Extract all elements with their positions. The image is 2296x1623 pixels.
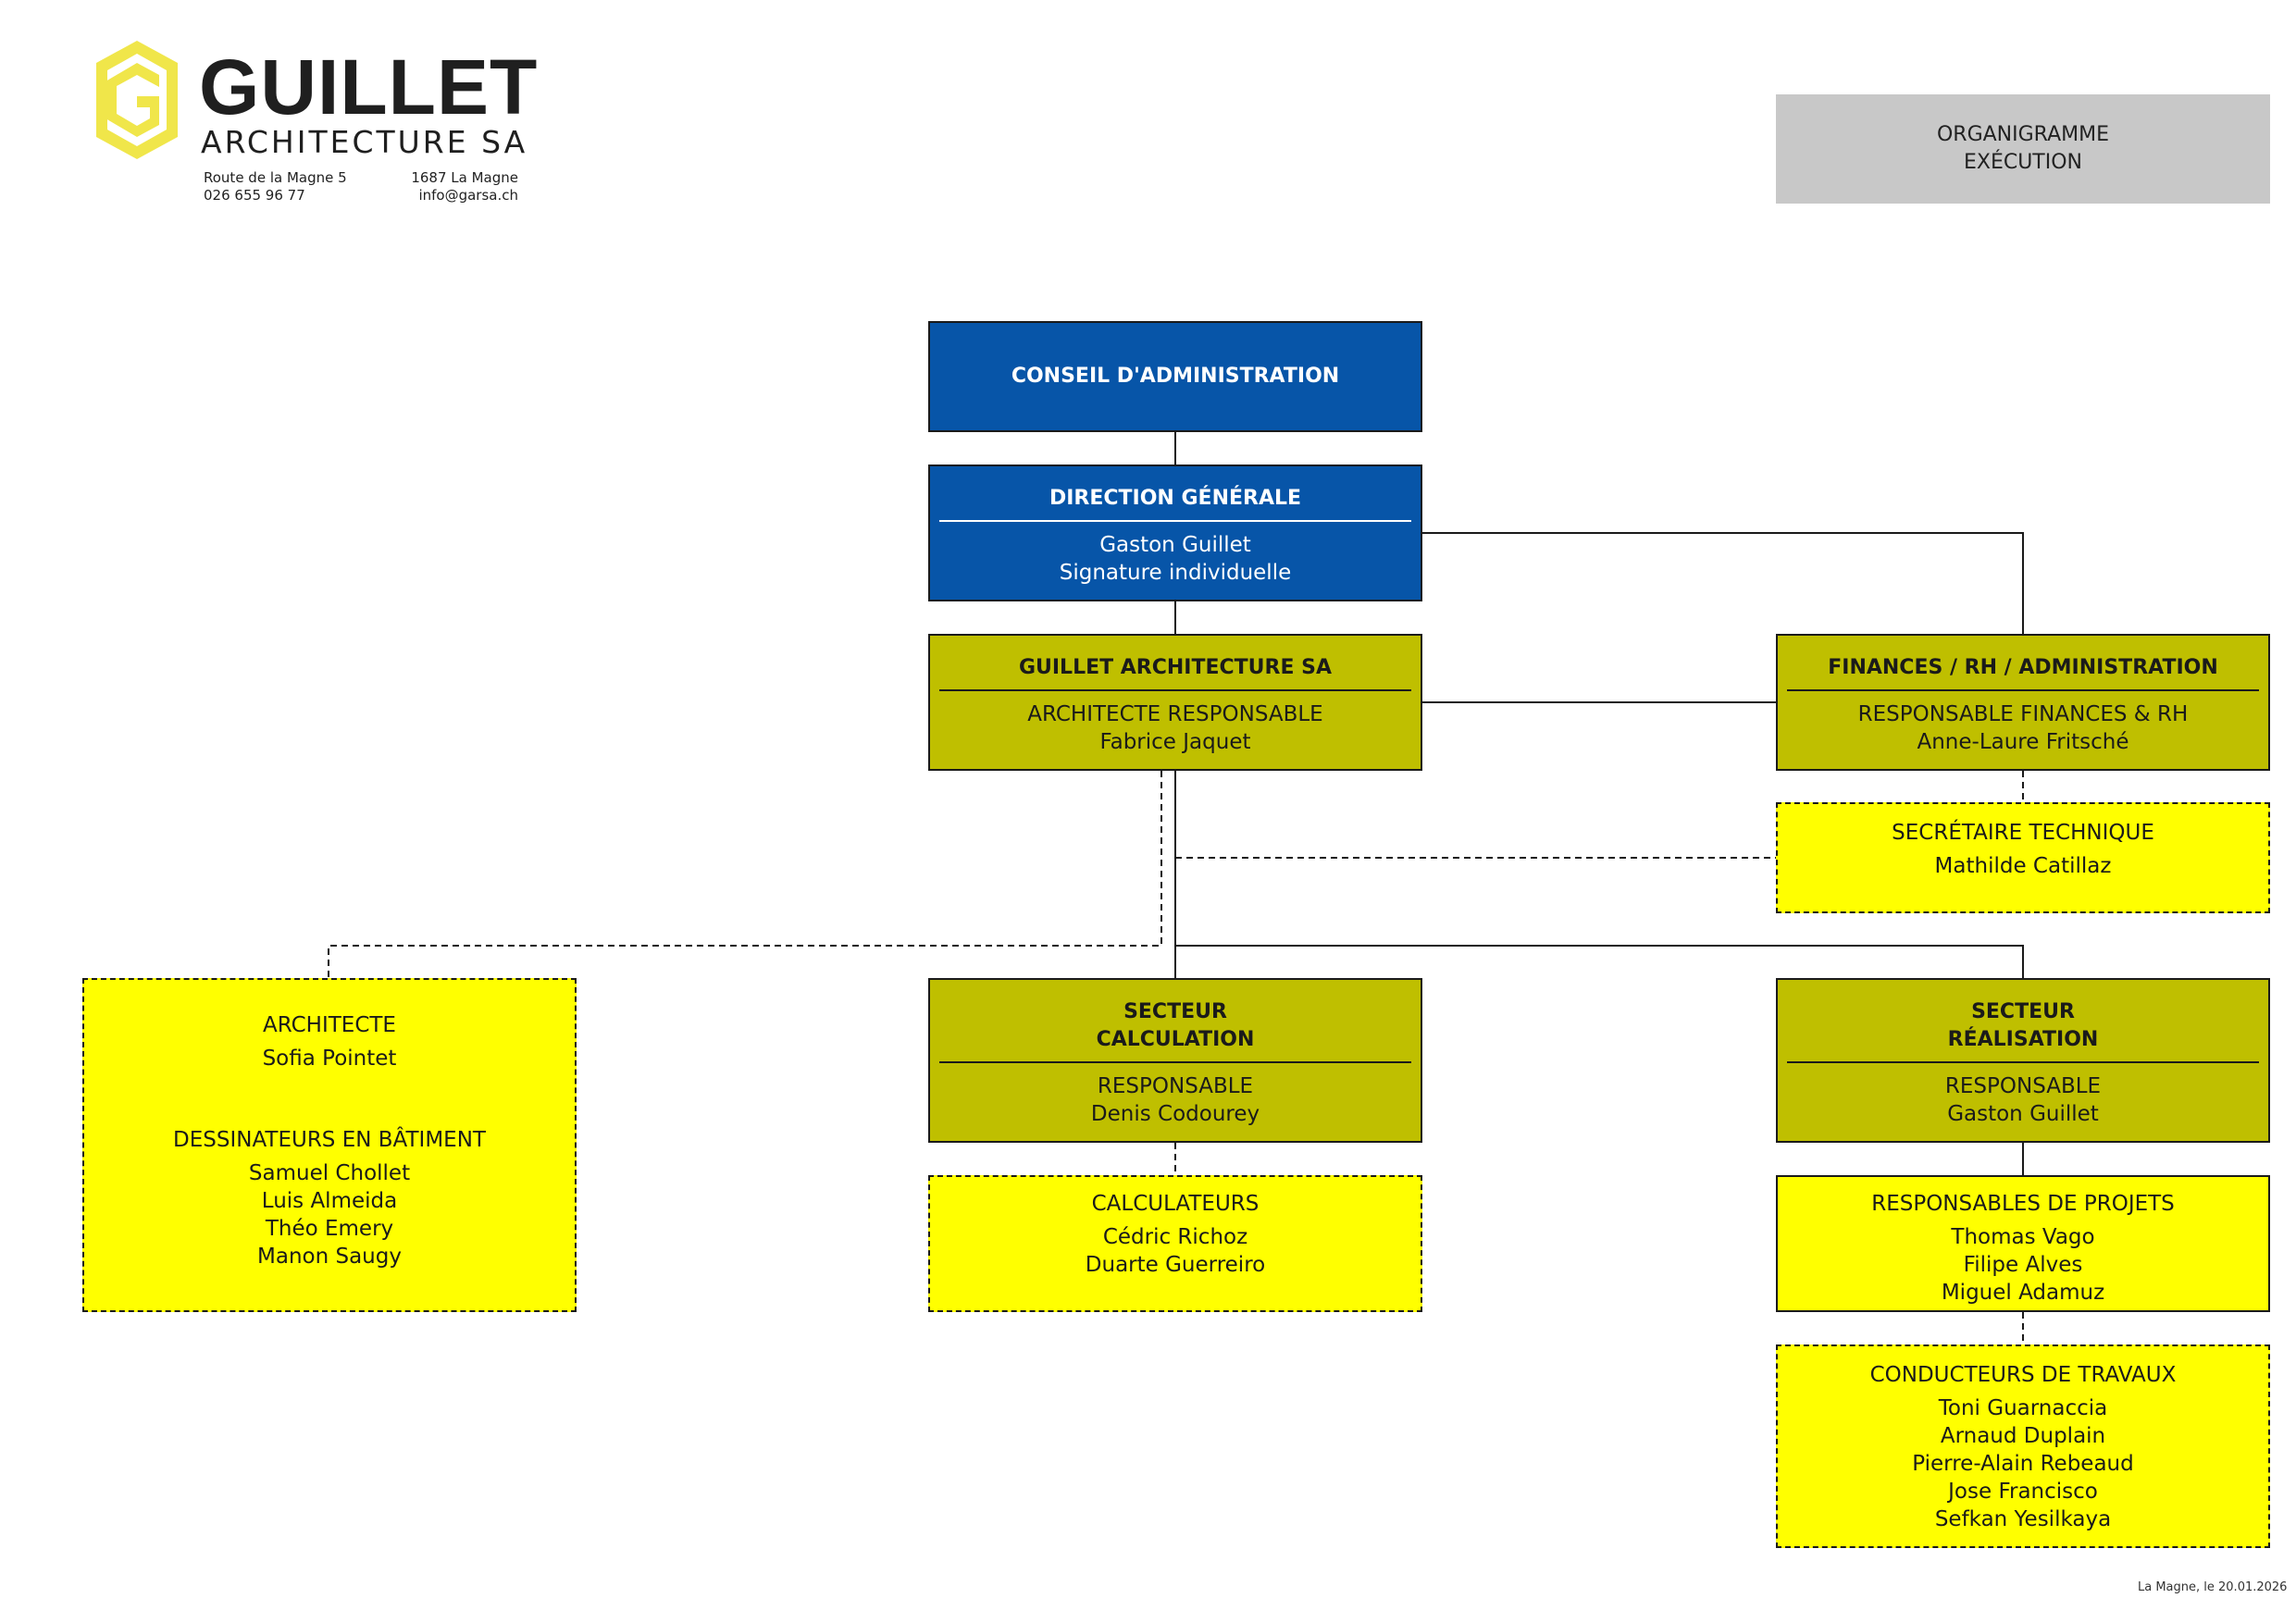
calc-sector-divider — [939, 1061, 1411, 1063]
real-sector-box: SECTEUR RÉALISATION RESPONSABLE Gaston G… — [1776, 978, 2270, 1143]
draftsman-name: Théo Emery — [265, 1217, 394, 1241]
architects-box: ARCHITECTE Sofia Pointet DESSINATEURS EN… — [82, 978, 577, 1312]
architect-name: Sofia Pointet — [262, 1047, 397, 1071]
secretary-role: SECRÉTAIRE TECHNIQUE — [1892, 821, 2154, 845]
direction-signature-note: Signature individuelle — [1059, 561, 1292, 585]
finance-box: FINANCES / RH / ADMINISTRATION RESPONSAB… — [1776, 634, 2270, 771]
document-title: ORGANIGRAMME — [1936, 123, 2109, 146]
document-subtitle: EXÉCUTION — [1963, 151, 2083, 174]
site-manager-name: Jose Francisco — [1948, 1480, 2098, 1504]
site-manager-name: Arnaud Duplain — [1940, 1424, 2106, 1448]
real-sector-title: RÉALISATION — [1947, 1028, 2099, 1051]
finance-divider — [1787, 689, 2259, 691]
real-sector-title: SECTEUR — [1971, 1000, 2075, 1023]
calc-sector-title: CALCULATION — [1096, 1028, 1255, 1051]
calc-sector-name: Denis Codourey — [1090, 1102, 1260, 1126]
direction-box: DIRECTION GÉNÉRALE Gaston Guillet Signat… — [928, 465, 1422, 601]
direction-title: DIRECTION GÉNÉRALE — [1049, 487, 1302, 510]
calculator-name: Cédric Richoz — [1102, 1225, 1248, 1249]
street-address: Route de la Magne 5 — [204, 169, 347, 186]
company-divider — [939, 689, 1411, 691]
calculator-name: Duarte Guerreiro — [1085, 1253, 1266, 1277]
architect-role: ARCHITECTE — [263, 1013, 396, 1037]
direction-divider — [939, 520, 1411, 522]
site-manager-name: Sefkan Yesilkaya — [1934, 1507, 2112, 1531]
calc-sector-title: SECTEUR — [1123, 1000, 1227, 1023]
project-manager-name: Filipe Alves — [1963, 1253, 2083, 1277]
calculators-role: CALCULATEURS — [1091, 1192, 1260, 1216]
draftsman-name: Luis Almeida — [261, 1189, 398, 1213]
finance-title: FINANCES / RH / ADMINISTRATION — [1828, 656, 2218, 679]
secretary-name: Mathilde Catillaz — [1934, 854, 2112, 878]
finance-name: Anne-Laure Fritsché — [1917, 730, 2129, 754]
site-manager-name: Pierre-Alain Rebeaud — [1912, 1452, 2134, 1476]
board-title: CONSEIL D'ADMINISTRATION — [1011, 365, 1340, 388]
connector-trunk-realisation — [1175, 945, 2024, 978]
real-sector-divider — [1787, 1061, 2259, 1063]
company-name: Fabrice Jaquet — [1099, 730, 1251, 754]
site-managers-box: CONDUCTEURS DE TRAVAUX Toni Guarnaccia A… — [1776, 1344, 2270, 1548]
project-manager-name: Thomas Vago — [1951, 1225, 2095, 1249]
company-role: ARCHITECTE RESPONSABLE — [1027, 702, 1323, 726]
project-managers-box: RESPONSABLES DE PROJETS Thomas Vago Fili… — [1776, 1175, 2270, 1312]
project-manager-name: Miguel Adamuz — [1941, 1281, 2105, 1305]
city: 1687 La Magne — [411, 169, 518, 186]
document-title-box: ORGANIGRAMME EXÉCUTION — [1776, 94, 2270, 204]
company-logo-subtitle: ARCHITECTURE SA — [201, 124, 528, 160]
real-sector-role: RESPONSABLE — [1944, 1074, 2102, 1098]
site-manager-name: Toni Guarnaccia — [1938, 1396, 2108, 1420]
calc-sector-box: SECTEUR CALCULATION RESPONSABLE Denis Co… — [928, 978, 1422, 1143]
connector-company-architects — [328, 771, 1162, 978]
phone-number: 026 655 96 77 — [204, 187, 305, 204]
direction-name: Gaston Guillet — [1099, 533, 1251, 557]
company-box: GUILLET ARCHITECTURE SA ARCHITECTE RESPO… — [928, 634, 1422, 771]
draftsman-name: Manon Saugy — [257, 1245, 402, 1269]
draftsmen-role: DESSINATEURS EN BÂTIMENT — [173, 1128, 486, 1152]
address-left: Route de la Magne 5 026 655 96 77 — [204, 169, 347, 204]
finance-role: RESPONSABLE FINANCES & RH — [1857, 702, 2189, 726]
connector-direction-finance — [1422, 532, 2024, 634]
board-box: CONSEIL D'ADMINISTRATION — [928, 321, 1422, 432]
secretary-box: SECRÉTAIRE TECHNIQUE Mathilde Catillaz — [1776, 802, 2270, 913]
company-logo-name: GUILLET — [199, 43, 539, 130]
address-right: 1687 La Magne info@garsa.ch — [370, 169, 518, 204]
footer-date: La Magne, le 20.01.2026 — [2138, 1580, 2288, 1594]
guillet-logo-icon — [96, 41, 178, 159]
calculators-box: CALCULATEURS Cédric Richoz Duarte Guerre… — [928, 1175, 1422, 1312]
email-link[interactable]: info@garsa.ch — [418, 187, 518, 204]
real-sector-name: Gaston Guillet — [1947, 1102, 2099, 1126]
calc-sector-role: RESPONSABLE — [1097, 1074, 1254, 1098]
draftsman-name: Samuel Chollet — [248, 1161, 411, 1185]
company-title: GUILLET ARCHITECTURE SA — [1018, 656, 1333, 679]
site-managers-role: CONDUCTEURS DE TRAVAUX — [1869, 1363, 2177, 1387]
project-managers-role: RESPONSABLES DE PROJETS — [1871, 1192, 2175, 1216]
